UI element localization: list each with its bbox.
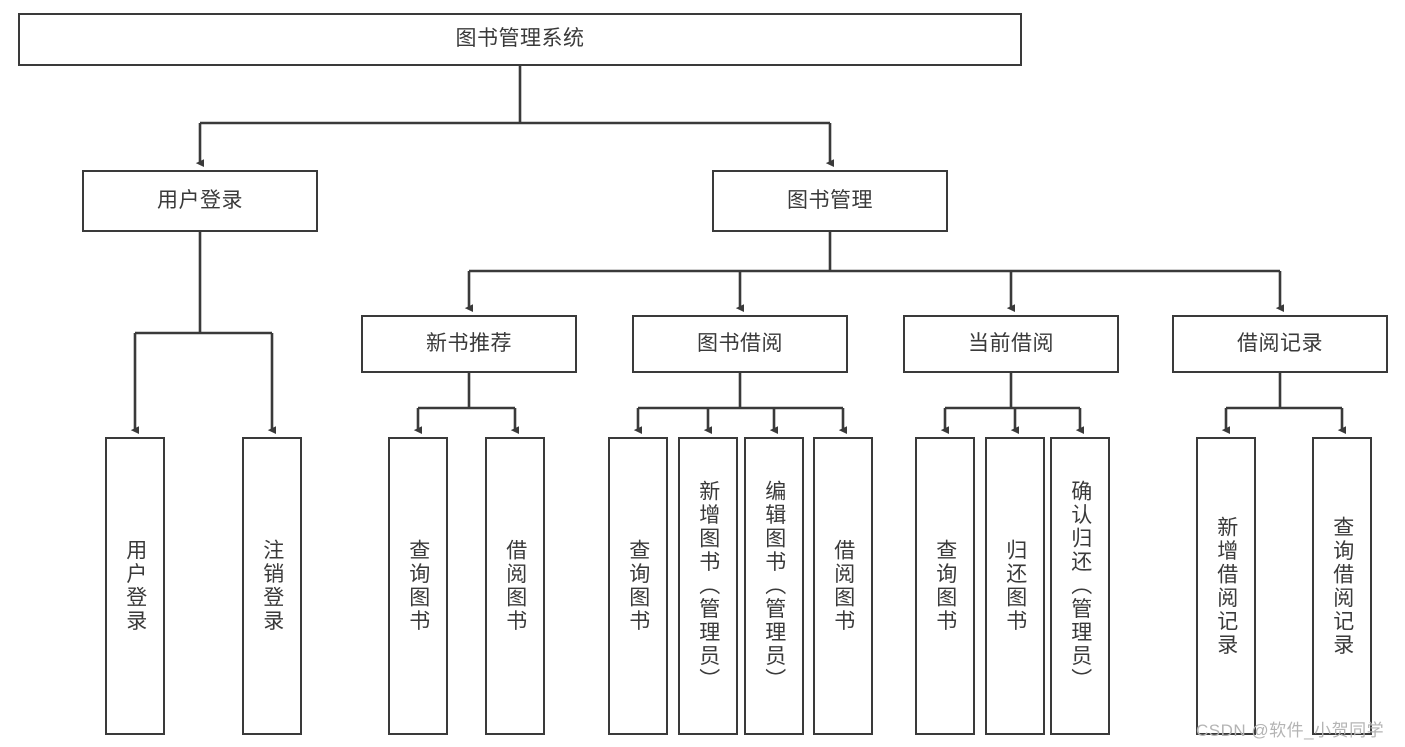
node-current-borrow[interactable]: 当前借阅 — [903, 315, 1119, 373]
node-current-borrow-label: 当前借阅 — [968, 331, 1054, 355]
node-leaf-user-login-label: 用户登录 — [123, 539, 147, 633]
node-leaf-borrow-book-1-label: 借阅图书 — [503, 539, 527, 633]
node-leaf-query-record-label: 查询借阅记录 — [1330, 515, 1354, 657]
node-leaf-user-logout-label: 注销登录 — [260, 539, 284, 633]
node-leaf-query-book-3-label: 查询图书 — [933, 539, 957, 633]
node-borrow-record[interactable]: 借阅记录 — [1172, 315, 1388, 373]
node-leaf-query-record[interactable]: 查询借阅记录 — [1312, 437, 1372, 735]
node-leaf-user-login[interactable]: 用户登录 — [105, 437, 165, 735]
node-leaf-query-book-1-label: 查询图书 — [406, 539, 430, 633]
node-root[interactable]: 图书管理系统 — [18, 13, 1022, 66]
node-leaf-query-book-1[interactable]: 查询图书 — [388, 437, 448, 735]
node-leaf-query-book-3[interactable]: 查询图书 — [915, 437, 975, 735]
node-leaf-add-record-label: 新增借阅记录 — [1214, 515, 1238, 657]
node-leaf-add-record[interactable]: 新增借阅记录 — [1196, 437, 1256, 735]
node-leaf-edit-book[interactable]: 编辑图书（管理员） — [744, 437, 804, 735]
node-leaf-borrow-book-2-label: 借阅图书 — [831, 539, 855, 633]
node-book-manage[interactable]: 图书管理 — [712, 170, 948, 232]
node-user-login[interactable]: 用户登录 — [82, 170, 318, 232]
node-leaf-borrow-book-2[interactable]: 借阅图书 — [813, 437, 873, 735]
node-leaf-query-book-2-label: 查询图书 — [626, 539, 650, 633]
node-new-book-rec-label: 新书推荐 — [426, 331, 512, 355]
node-leaf-add-book[interactable]: 新增图书（管理员） — [678, 437, 738, 735]
node-leaf-confirm-return-label: 确认归还（管理员） — [1068, 480, 1092, 692]
node-root-label: 图书管理系统 — [455, 27, 585, 51]
node-leaf-return-book[interactable]: 归还图书 — [985, 437, 1045, 735]
node-leaf-add-book-label: 新增图书（管理员） — [696, 480, 720, 692]
node-new-book-rec[interactable]: 新书推荐 — [361, 315, 577, 373]
node-book-manage-label: 图书管理 — [787, 188, 873, 212]
node-leaf-return-book-label: 归还图书 — [1003, 539, 1027, 633]
node-user-login-label: 用户登录 — [157, 188, 243, 212]
node-leaf-query-book-2[interactable]: 查询图书 — [608, 437, 668, 735]
node-borrow-record-label: 借阅记录 — [1237, 331, 1323, 355]
node-book-borrow[interactable]: 图书借阅 — [632, 315, 848, 373]
node-leaf-edit-book-label: 编辑图书（管理员） — [762, 480, 786, 692]
node-book-borrow-label: 图书借阅 — [697, 331, 783, 355]
csdn-watermark: CSDN @软件_小贺同学 — [1196, 721, 1385, 740]
node-leaf-borrow-book-1[interactable]: 借阅图书 — [485, 437, 545, 735]
node-leaf-user-logout[interactable]: 注销登录 — [242, 437, 302, 735]
node-leaf-confirm-return[interactable]: 确认归还（管理员） — [1050, 437, 1110, 735]
